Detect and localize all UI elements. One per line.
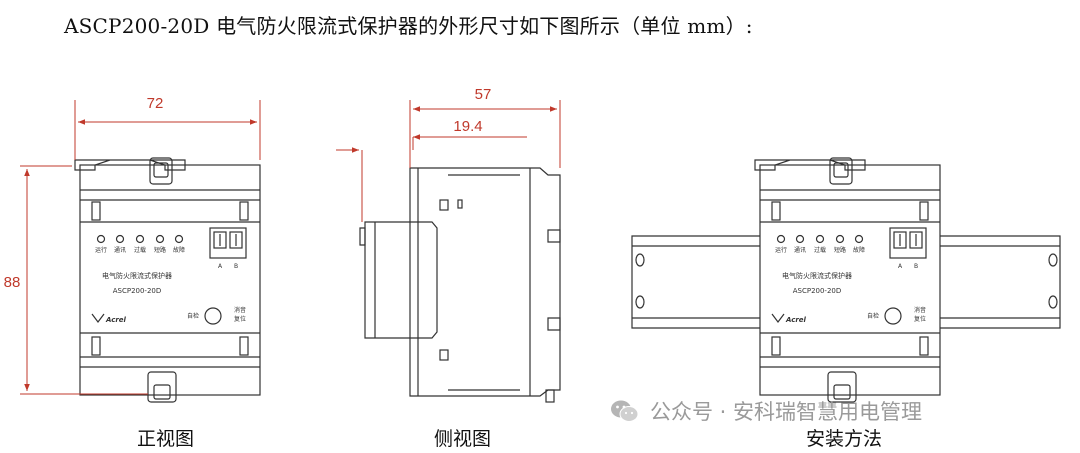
page-heading: ASCP200-20D 电气防火限流式保护器的外形尺寸如下图所示（单位 mm）: bbox=[64, 14, 753, 38]
install-self-test-label: 自检 bbox=[867, 312, 879, 320]
indicator-label-short: 短路 bbox=[154, 246, 166, 254]
product-model: ASCP200-20D bbox=[113, 287, 162, 295]
install-indicator-comm: 通讯 bbox=[794, 246, 806, 254]
front-view-caption: 正视图 bbox=[137, 428, 195, 450]
install-terminal-b: B bbox=[914, 263, 918, 270]
self-test-label: 自检 bbox=[187, 312, 199, 320]
wechat-icon bbox=[611, 400, 639, 422]
install-terminal-a: A bbox=[898, 263, 903, 270]
reset-label-line1: 消音 bbox=[234, 306, 246, 314]
watermark-text: 公众号 · 安科瑞智慧用电管理 bbox=[650, 400, 923, 424]
front-view: 72 88 运行 通讯 过载 短路 故障 A B 电气防火限流式保护器 ASCP… bbox=[4, 95, 261, 403]
product-name: 电气防火限流式保护器 bbox=[102, 271, 172, 280]
front-width-dimension: 72 bbox=[147, 95, 164, 112]
install-product-model: ASCP200-20D bbox=[793, 287, 842, 295]
install-reset-line2: 复位 bbox=[914, 315, 926, 323]
indicator-label-fault: 故障 bbox=[173, 246, 185, 254]
side-total-depth-dimension: 57 bbox=[475, 86, 492, 103]
install-view-caption: 安装方法 bbox=[806, 428, 883, 450]
indicator-label-overload: 过载 bbox=[134, 246, 146, 254]
install-indicator-short: 短路 bbox=[834, 246, 846, 254]
install-indicator-fault: 故障 bbox=[853, 246, 865, 254]
side-view bbox=[359, 167, 561, 403]
indicator-label-run: 运行 bbox=[95, 246, 107, 254]
terminal-a-label: A bbox=[218, 263, 223, 270]
reset-label-line2: 复位 bbox=[234, 315, 246, 323]
side-view-caption: 侧视图 bbox=[434, 428, 492, 450]
terminal-b-label: B bbox=[234, 263, 238, 270]
side-dimensions: 57 19.4 bbox=[336, 86, 561, 222]
install-indicator-overload: 过载 bbox=[814, 246, 826, 254]
svg-text:Acrel: Acrel bbox=[105, 316, 127, 324]
install-acrel-logo: Acrel bbox=[771, 313, 807, 324]
acrel-logo: Acrel bbox=[91, 313, 127, 324]
side-front-depth-dimension: 19.4 bbox=[453, 118, 482, 135]
install-indicator-run: 运行 bbox=[775, 246, 787, 254]
front-height-dimension: 88 bbox=[4, 274, 21, 291]
svg-text:Acrel: Acrel bbox=[785, 316, 807, 324]
install-product-name: 电气防火限流式保护器 bbox=[782, 271, 852, 280]
install-view: 运行 通讯 过载 短路 故障 A B 电气防火限流式保护器 ASCP200-20… bbox=[631, 157, 1061, 403]
indicator-label-comm: 通讯 bbox=[114, 246, 126, 254]
watermark: 公众号 · 安科瑞智慧用电管理 bbox=[610, 396, 922, 426]
install-reset-line1: 消音 bbox=[914, 306, 926, 314]
